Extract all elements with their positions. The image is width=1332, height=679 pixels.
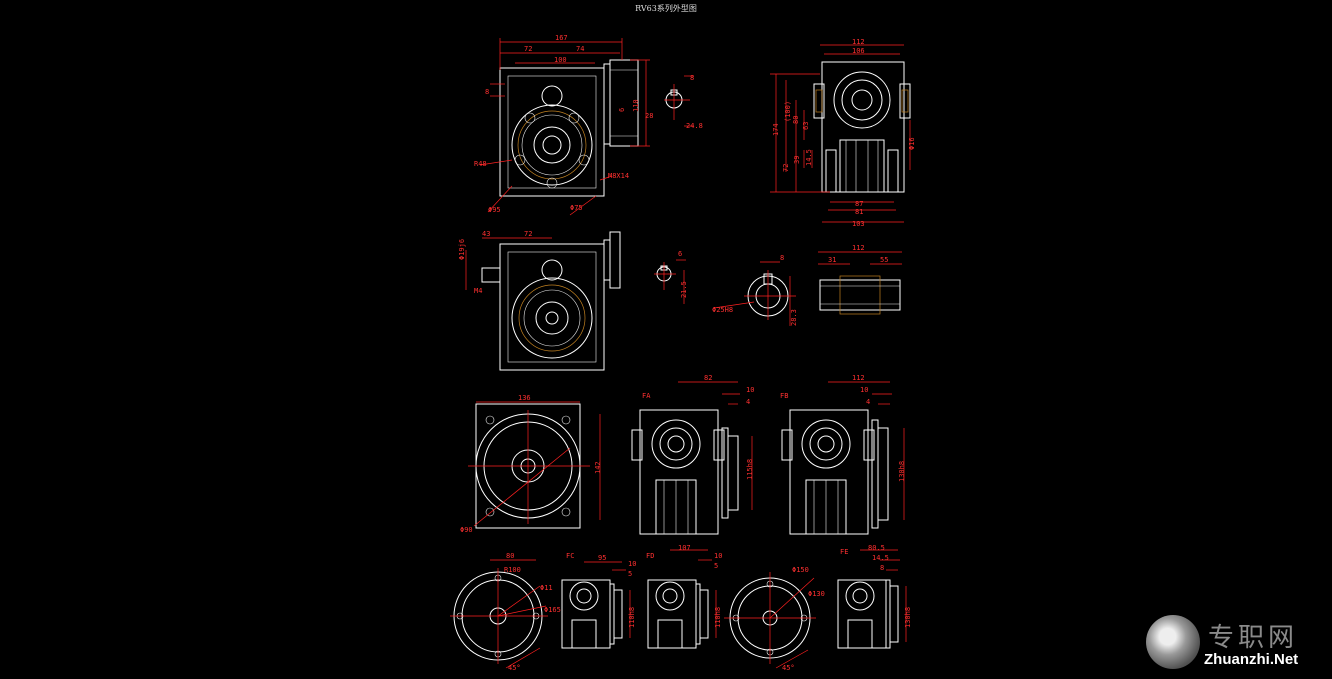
front-view-2: 43 72 Φ19j6 M4 6 21.5 8 Φ25H8 28.3 112 3… (458, 230, 902, 371)
dim-21-5: 21.5 (680, 281, 688, 298)
dim-72: 72 (524, 45, 532, 53)
dim-14-5-fe: 14.5 (872, 554, 889, 562)
dim-phi75: Φ75 (570, 204, 583, 212)
dim-82: 82 (704, 374, 712, 382)
dim-10-fc: 10 (628, 560, 636, 568)
dim-8-fe: 8 (880, 564, 884, 572)
dim-phi90: Φ90 (460, 526, 473, 534)
flange-view: 136 142 Φ90 (460, 394, 602, 534)
side-view-1: 112 106 174 (100) 80 63 72 39 14.5 Φ16 8… (770, 38, 916, 228)
drawing-title: RV63系列外型图 (635, 4, 697, 13)
dim-24-8: 24.8 (686, 122, 703, 130)
view-fb: FB 112 10 4 130h8 (780, 374, 906, 535)
dim-10-fd: 10 (714, 552, 722, 560)
front-view-1: 167 72 74 100 8 110 6 R48 Φ95 M8X14 Φ75 … (474, 34, 703, 216)
dim-74: 74 (576, 45, 584, 53)
dim-4-fa: 4 (746, 398, 750, 406)
dim-112: 112 (852, 38, 865, 46)
dim-80-side: 80 (792, 116, 800, 124)
dim-87: 87 (855, 200, 863, 208)
dim-phi25h8: Φ25H8 (712, 306, 733, 314)
dim-110h8-fc: 110h8 (628, 607, 636, 628)
dim-phi95: Φ95 (488, 206, 501, 214)
dim-110h8-fd: 110h8 (714, 607, 722, 628)
dim-r48: R48 (474, 160, 487, 168)
dim-14-5: 14.5 (805, 149, 813, 166)
dim-107: 107 (678, 544, 691, 552)
watermark-cn: 专职网 (1208, 623, 1299, 653)
dim-phi165: Φ165 (544, 606, 561, 614)
dim-8-bore: 8 (780, 254, 784, 262)
view-fd: FD 107 10 5 110h8 (646, 544, 722, 649)
dim-phi130: Φ130 (808, 590, 825, 598)
dim-phi19j6: Φ19j6 (458, 239, 466, 260)
watermark: 专职网 Zhuanzhi.Net (1146, 613, 1326, 671)
dim-100p: (100) (784, 101, 792, 122)
view-label-fc: FC (566, 552, 574, 560)
dim-4-fb: 4 (866, 398, 870, 406)
watermark-en: Zhuanzhi.Net (1204, 651, 1299, 668)
dim-95: 95 (598, 554, 606, 562)
dim-6: 6 (678, 250, 682, 258)
dim-45-deg: 45° (508, 664, 521, 672)
dim-28-3: 28.3 (790, 309, 798, 326)
dim-r100: R100 (504, 566, 521, 574)
view-fe: FE 80.5 14.5 8 130h8 (837, 544, 912, 649)
dim-174: 174 (772, 123, 780, 136)
dim-167: 167 (555, 34, 568, 42)
dim-31: 31 (828, 256, 836, 264)
dim-45-deg-2: 45° (782, 664, 795, 672)
view-label-fe: FE (840, 548, 848, 556)
view-label-fa: FA (642, 392, 651, 400)
dim-106: 106 (852, 47, 865, 55)
view-label-fb: FB (780, 392, 788, 400)
dim-130h8-fe: 130h8 (904, 607, 912, 628)
dim-phi16: Φ16 (908, 137, 916, 150)
dim-43: 43 (482, 230, 490, 238)
dim-10-fa: 10 (746, 386, 754, 394)
round-flange-2: Φ150 Φ130 45° (724, 566, 825, 672)
dim-80-rf1: 80 (506, 552, 514, 560)
watermark-logo-icon (1146, 615, 1200, 669)
dim-m8x14: M8X14 (608, 172, 629, 180)
dim-80-5: 80.5 (868, 544, 885, 552)
dim-m4: M4 (474, 287, 482, 295)
dim-8: 8 (485, 88, 489, 96)
round-flange-1: 80 R100 Φ11 Φ165 45° (450, 552, 561, 672)
dim-136: 136 (518, 394, 531, 402)
dim-103: 103 (852, 220, 865, 228)
view-label-fd: FD (646, 552, 654, 560)
view-fc: FC 95 10 5 110h8 (561, 552, 636, 649)
dim-110: 110 (632, 99, 640, 112)
dim-142: 142 (594, 461, 602, 474)
dim-63: 63 (802, 122, 810, 130)
dim-112-fb: 112 (852, 374, 865, 382)
dim-72-v2: 72 (524, 230, 532, 238)
dim-81: 81 (855, 208, 863, 216)
dim-28: 28 (645, 112, 653, 120)
dim-115h8: 115h8 (746, 459, 754, 480)
dim-112-shaft: 112 (852, 244, 865, 252)
dim-39: 39 (793, 156, 801, 164)
dim-10-fb: 10 (860, 386, 868, 394)
dim-100: 100 (554, 56, 567, 64)
view-fa: FA 82 10 4 115h8 (631, 374, 754, 535)
dim-55: 55 (880, 256, 888, 264)
dim-130h8: 130h8 (898, 461, 906, 482)
dim-5-fd: 5 (714, 562, 718, 570)
dim-key-8: 8 (690, 74, 694, 82)
dim-72-side: 72 (782, 164, 790, 172)
dim-phi11: Φ11 (540, 584, 553, 592)
dim-80: 6 (618, 108, 626, 112)
dim-phi150: Φ150 (792, 566, 809, 574)
dim-5-fc: 5 (628, 570, 632, 578)
